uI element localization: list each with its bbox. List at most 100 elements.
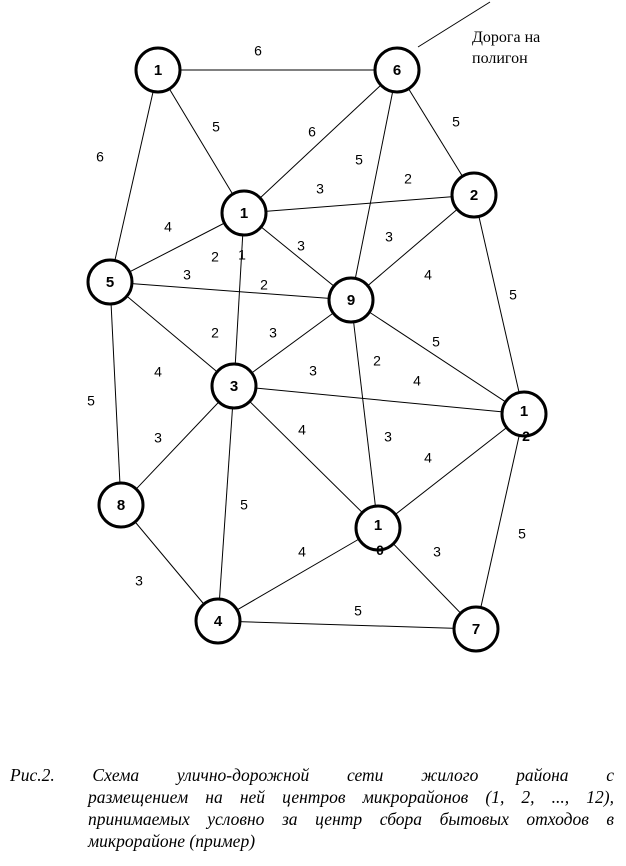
node-circle: [450, 171, 498, 219]
edge-n9-n12: [350, 299, 525, 415]
node-n7: 7: [452, 605, 500, 653]
edge-weight: 5: [354, 603, 362, 619]
node-label: 1: [520, 403, 528, 420]
edge-weight: 6: [254, 43, 262, 59]
caption-line-3: принимаемых условно за центр сбора бытов…: [88, 809, 614, 829]
node-circle: [500, 390, 548, 438]
edge-weight: 3: [433, 544, 441, 560]
caption-line-2: размещением на ней центров микрорайонов …: [88, 787, 614, 807]
edge-n2-n12: [473, 194, 525, 415]
edge-weight: 3: [297, 238, 305, 254]
node-label: 8: [117, 497, 125, 514]
node-n9: 9: [327, 276, 375, 324]
edge-n6-n2: [396, 69, 475, 196]
figure-caption: Рис.2. Схема улично-дорожной сети жилого…: [10, 764, 614, 852]
edge-weight: 5: [518, 526, 526, 542]
edge-n8-n4: [120, 504, 219, 622]
edge-weight: 2: [260, 277, 268, 293]
edge-weight: 5: [212, 119, 220, 135]
edge-weight: 4: [154, 364, 162, 380]
edge-weight: 5: [240, 497, 248, 513]
edge-n6-n1b: [243, 69, 398, 214]
node-circle: [210, 362, 258, 410]
edge-weight: 4: [424, 267, 432, 283]
edge-weight: 3: [384, 429, 392, 445]
caption-line-1: Рис.2. Схема улично-дорожной сети жилого…: [10, 765, 614, 785]
edge-weight: 3: [316, 181, 324, 197]
edge-n12-n10: [377, 413, 525, 529]
node-n5: 5: [86, 258, 134, 306]
edge-weight: 4: [413, 373, 421, 389]
node-n4: 4: [194, 597, 242, 645]
node-label: 9: [347, 292, 355, 309]
edge-n1a-n5: [109, 69, 159, 283]
edge-n5-n9: [109, 281, 352, 301]
road-to-landfill-line: [417, 1, 491, 48]
edge-n3-n12: [233, 385, 525, 415]
edge-n3-n4: [217, 385, 235, 622]
edge-weight: 2: [211, 325, 219, 341]
node-n2: 2: [450, 171, 498, 219]
edge-n10-n4: [217, 527, 379, 622]
edge-n1b-n2: [243, 194, 475, 214]
node-n6: 6: [373, 46, 421, 94]
edges: [109, 69, 525, 630]
edge-weight: 2: [211, 249, 219, 265]
node-label: 6: [393, 62, 401, 79]
edge-weight: 4: [298, 422, 306, 438]
edge-n1b-n3: [233, 212, 245, 387]
node-n1a: 1: [134, 46, 182, 94]
node-n3: 3: [210, 362, 258, 410]
edge-n9-n10: [350, 299, 379, 529]
node-label: 7: [472, 621, 480, 638]
node-circle: [220, 189, 268, 237]
node-label: 3: [230, 378, 238, 395]
edge-weight: 3: [135, 573, 143, 589]
edge-weight: 4: [298, 544, 306, 560]
edge-weight: 5: [452, 114, 460, 130]
edge-weight: 3: [385, 229, 393, 245]
edge-n12-n7: [475, 413, 525, 630]
edge-weight: 5: [87, 393, 95, 409]
edge-weight: 3: [269, 325, 277, 341]
edge-n6-n9: [350, 69, 398, 301]
node-circle: [194, 597, 242, 645]
node-label: 1: [374, 517, 382, 534]
edge-weight: 6: [96, 149, 104, 165]
node-circle: [327, 276, 375, 324]
edge-weight: 1: [238, 247, 246, 263]
node-n12: 12: [500, 390, 548, 444]
node-label: 4: [214, 613, 223, 630]
node-n1b: 1: [220, 189, 268, 237]
node-circle: [452, 605, 500, 653]
node-circle: [373, 46, 421, 94]
edge-weight: 5: [509, 287, 517, 303]
node-n8: 8: [97, 481, 145, 529]
edge-n2-n9: [350, 194, 475, 301]
edge-n3-n8: [120, 385, 235, 506]
edge-n1a-n1b: [157, 69, 245, 214]
node-label: 5: [106, 274, 114, 291]
node-n10: 10: [354, 504, 402, 558]
edge-weight: 4: [164, 219, 172, 235]
edge-n9-n3: [233, 299, 352, 387]
edge-weight: 2: [373, 353, 381, 369]
edge-weight: 2: [404, 171, 412, 187]
node-circle: [354, 504, 402, 552]
edge-weight: 3: [183, 267, 191, 283]
node-circle: [86, 258, 134, 306]
edge-n5-n8: [109, 281, 122, 506]
node-circle: [97, 481, 145, 529]
edge-weight: 3: [309, 363, 317, 379]
road-label-line-2: полигон: [472, 50, 528, 67]
edge-weight: 5: [432, 334, 440, 350]
edge-n4-n7: [217, 620, 477, 630]
node-label: 2: [470, 187, 478, 204]
caption-line-4: микрорайоне (пример): [88, 831, 256, 851]
edge-weight: 4: [424, 450, 432, 466]
node-label-second-digit: 0: [376, 542, 384, 558]
edge-weight: 6: [308, 124, 316, 140]
edge-n5-n3: [109, 281, 235, 387]
